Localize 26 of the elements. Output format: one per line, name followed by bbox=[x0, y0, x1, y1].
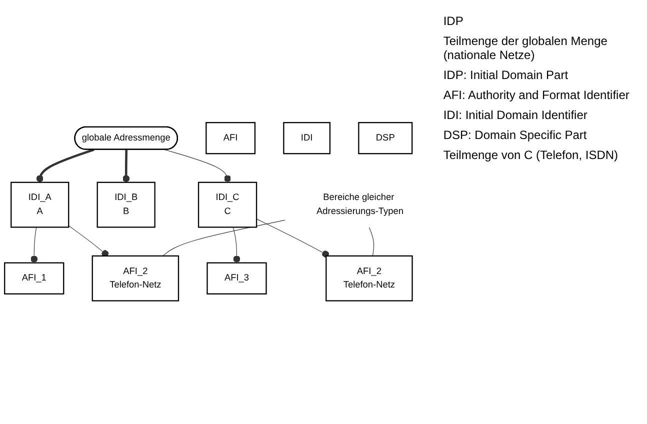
note-text: AFI: Authority and Format Identifier bbox=[443, 88, 630, 102]
node-box: AFI_3 bbox=[206, 262, 267, 295]
connector bbox=[68, 226, 109, 258]
note-text: Teilmenge von C (Telefon, ISDN) bbox=[443, 148, 620, 162]
note-text: DSP: Domain Specific Part bbox=[443, 128, 588, 142]
connector bbox=[30, 227, 38, 264]
connector bbox=[256, 218, 330, 258]
node-box: IDI bbox=[283, 122, 330, 155]
node-box: AFI_2 Telefon-Netz bbox=[326, 256, 413, 302]
note-text: IDP bbox=[443, 14, 464, 28]
node-text: Bereiche gleicher Adressierungs-Typen bbox=[316, 193, 404, 217]
connector bbox=[122, 150, 130, 183]
connector bbox=[232, 227, 240, 264]
node-box: IDI_A A bbox=[10, 182, 70, 228]
node-box: AFI bbox=[206, 122, 256, 155]
connector bbox=[36, 148, 94, 183]
node-box: IDI_C C bbox=[198, 182, 258, 228]
connector bbox=[368, 227, 374, 257]
node-box: DSP bbox=[358, 122, 413, 155]
node-box: AFI_1 bbox=[4, 262, 64, 295]
note-text: Teilmenge der globalen Menge (nationale Netze) bbox=[443, 34, 608, 62]
note-text: IDP: Initial Domain Part bbox=[443, 68, 570, 82]
node-box: AFI_2 Telefon-Netz bbox=[92, 256, 180, 302]
note-text: IDI: Initial Domain Identifier bbox=[443, 108, 588, 122]
node-box: IDI_B B bbox=[96, 182, 156, 228]
connector bbox=[162, 220, 286, 257]
